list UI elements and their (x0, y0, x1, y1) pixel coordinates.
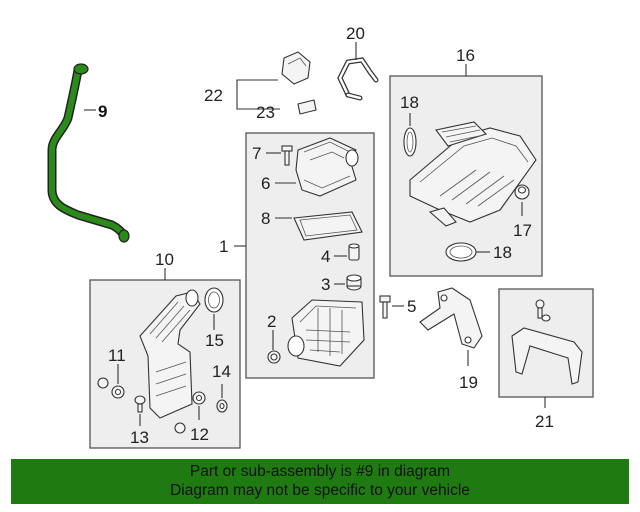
callout-19: 19 (459, 373, 478, 392)
callout-18-upper: 18 (400, 93, 419, 112)
callout-7: 7 (252, 144, 261, 163)
part-2-grommet[interactable] (267, 350, 281, 364)
part-20-bracket[interactable] (511, 299, 583, 385)
callout-4: 4 (321, 247, 330, 266)
part-22-sensor[interactable] (281, 51, 311, 85)
leader-22-23 (236, 79, 280, 110)
part-15-seal[interactable] (204, 287, 224, 313)
part-8-filter[interactable] (293, 211, 363, 241)
part-10-resonator[interactable] (139, 289, 201, 419)
callout-17: 17 (513, 221, 532, 240)
callout-14: 14 (212, 362, 231, 381)
part-18-clamp-upper[interactable] (403, 127, 417, 157)
part-18-clamp-lower[interactable] (445, 242, 477, 262)
callout-20: 21 (535, 412, 554, 431)
callout-16: 16 (456, 46, 475, 65)
callout-21: 20 (346, 24, 365, 43)
part-9-hose[interactable] (47, 63, 130, 243)
callout-1: 1 (219, 237, 228, 256)
part-3-grommet[interactable] (346, 274, 362, 291)
info-banner: Part or sub-assembly is #9 in diagram Di… (11, 459, 629, 504)
callout-11: 11 (108, 346, 126, 365)
callout-8: 8 (261, 209, 270, 228)
part-5-bolt[interactable] (379, 295, 391, 319)
callout-3: 3 (321, 275, 330, 294)
callout-12: 12 (190, 425, 209, 444)
callout-10: 10 (155, 250, 174, 269)
part-12-grommet[interactable] (174, 391, 206, 434)
part-11-grommet[interactable] (97, 377, 125, 399)
part-7-screw[interactable] (281, 145, 293, 166)
part-13-bolt[interactable] (134, 395, 146, 413)
banner-line-2: Diagram may not be specific to your vehi… (170, 482, 470, 499)
part-4-plug[interactable] (348, 243, 360, 261)
callout-22: 22 (204, 86, 223, 105)
part-23-seal[interactable] (297, 99, 317, 115)
part-16-upper-duct[interactable] (409, 121, 537, 227)
part-lower-housing[interactable] (287, 299, 365, 367)
callout-15: 15 (205, 331, 224, 350)
callout-5: 5 (407, 297, 416, 316)
part-6-upper-cover[interactable] (295, 137, 359, 197)
callout-13: 13 (130, 428, 149, 447)
callout-18-lower: 18 (493, 243, 512, 262)
callout-6: 6 (261, 174, 270, 193)
callout-9: 9 (98, 102, 107, 121)
callout-23: 23 (256, 103, 275, 122)
part-14-grommet[interactable] (216, 399, 228, 413)
part-19-bracket[interactable] (419, 287, 483, 349)
callout-2: 2 (267, 312, 276, 331)
part-21-hose[interactable] (337, 57, 379, 101)
banner-line-1: Part or sub-assembly is #9 in diagram (189, 463, 451, 480)
part-17-grommet[interactable] (514, 184, 530, 200)
